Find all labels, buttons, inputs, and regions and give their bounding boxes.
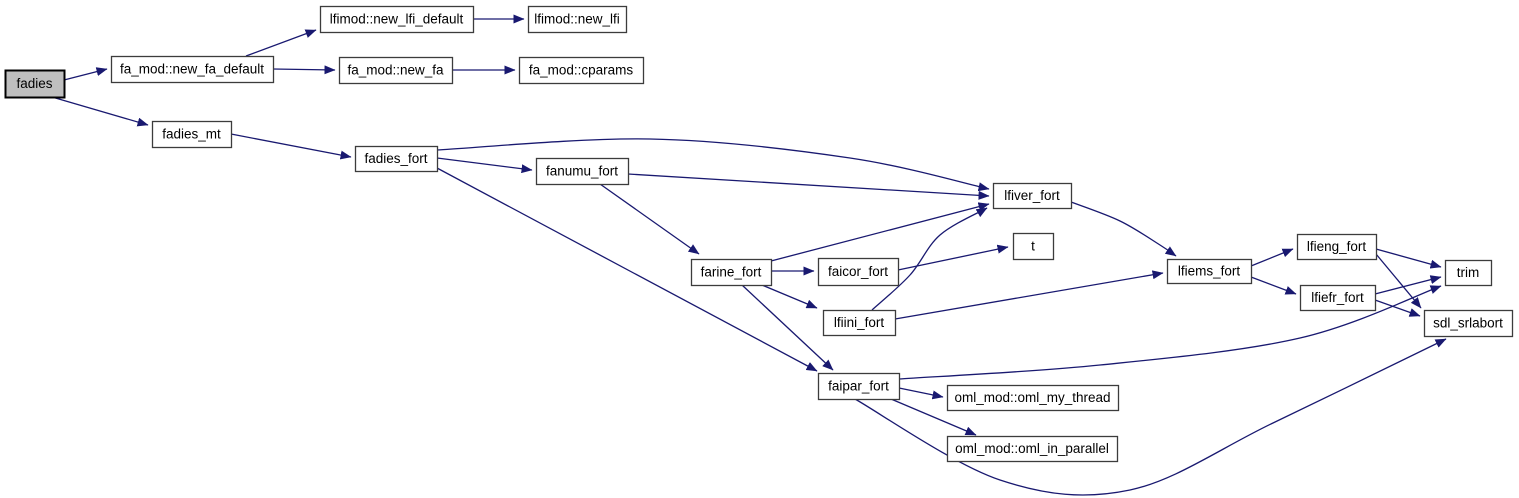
function-box[interactable] (817, 372, 901, 401)
edge-fanumu_fort-to-lfiver_fort (627, 173, 990, 200)
edge-lfiems_fort-to-lfiefr_fort (1250, 276, 1297, 295)
edge-fadies-to-fadies_mt (51, 96, 149, 127)
function-box[interactable] (151, 120, 233, 149)
node-lfiefr_fort[interactable]: lfiefr_fort (1299, 284, 1377, 312)
function-box[interactable] (1299, 284, 1377, 312)
node-label-lfimod__new_lfi_default: lfimod::new_lfi_default (330, 12, 464, 27)
edge-farine_fort-to-faipar_fort (741, 284, 834, 371)
node-label-oml_mod__oml_in_parallel: oml_mod::oml_in_parallel (955, 441, 1109, 456)
node-label-trim: trim (1457, 265, 1480, 280)
function-box[interactable] (338, 56, 454, 85)
node-label-lfieng_fort: lfieng_fort (1307, 239, 1367, 254)
function-box[interactable] (1012, 232, 1055, 261)
edge-faipar_fort-to-sdl_srlabort (854, 338, 1447, 496)
node-lfimod__new_lfi_default[interactable]: lfimod::new_lfi_default (319, 5, 475, 34)
current-function-box[interactable] (4, 69, 66, 99)
node-lfiems_fort[interactable]: lfiems_fort (1166, 258, 1253, 285)
edge-lfiini_fort-to-lfiems_fort (894, 270, 1164, 320)
function-box[interactable] (690, 258, 773, 287)
edge-faipar_fort-to-oml_mod__oml_in_parallel (890, 398, 977, 436)
edge-faipar_fort-to-oml_mod__oml_my_thread (898, 387, 944, 400)
function-box[interactable] (1444, 259, 1493, 287)
node-fadies_fort[interactable]: fadies_fort (354, 145, 439, 173)
edge-lfiver_fort-to-lfiems_fort (1070, 201, 1177, 257)
function-box[interactable] (110, 55, 275, 84)
node-farine_fort[interactable]: farine_fort (690, 258, 773, 287)
edge-fa_mod__new_fa_default-to-lfimod__new_lfi_default (245, 29, 317, 57)
node-label-t: t (1031, 239, 1035, 254)
function-box[interactable] (535, 157, 630, 186)
node-label-faicor_fort: faicor_fort (828, 264, 888, 279)
function-box[interactable] (527, 5, 628, 34)
function-box[interactable] (817, 257, 900, 287)
edge-lfieng_fort-to-sdl_srlabort (1375, 253, 1422, 309)
edge-lfiini_fort-to-lfiver_fort (871, 207, 988, 311)
edge-faipar_fort-to-trim (898, 285, 1442, 380)
edge-fanumu_fort-to-farine_fort (599, 183, 700, 255)
function-box[interactable] (1423, 309, 1514, 338)
edges-layer (51, 14, 1447, 496)
node-label-fa_mod__cparams: fa_mod::cparams (529, 63, 634, 78)
function-box[interactable] (1296, 233, 1378, 261)
nodes-layer: fadies fa_mod::new_fa_default lfimod::new_… (4, 5, 1514, 463)
function-box[interactable] (1166, 258, 1253, 285)
node-lfiini_fort[interactable]: lfiini_fort (822, 309, 897, 337)
edge-fadies_fort-to-lfiver_fort (436, 138, 990, 192)
node-fa_mod__new_fa[interactable]: fa_mod::new_fa (338, 56, 454, 85)
edge-lfieng_fort-to-trim (1375, 248, 1442, 269)
node-lfimod__new_lfi[interactable]: lfimod::new_lfi (527, 5, 628, 34)
edge-lfiefr_fort-to-trim (1374, 275, 1442, 295)
node-lfieng_fort[interactable]: lfieng_fort (1296, 233, 1378, 261)
edge-fadies_fort-to-faipar_fort (436, 167, 818, 372)
edge-farine_fort-to-lfiini_fort (761, 284, 818, 309)
node-fa_mod__new_fa_default[interactable]: fa_mod::new_fa_default (110, 55, 275, 84)
function-box[interactable] (319, 5, 475, 34)
node-t[interactable]: t (1012, 232, 1055, 261)
node-sdl_srlabort[interactable]: sdl_srlabort (1423, 309, 1514, 338)
edge-fa_mod__new_fa_default-to-fa_mod__new_fa (272, 65, 336, 75)
node-lfiver_fort[interactable]: lfiver_fort (992, 182, 1073, 210)
edge-faicor_fort-to-t (897, 244, 1009, 271)
node-label-fadies_fort: fadies_fort (364, 151, 427, 166)
node-label-fadies: fadies (16, 76, 52, 91)
function-box[interactable] (822, 309, 897, 337)
node-oml_mod__oml_my_thread[interactable]: oml_mod::oml_my_thread (946, 384, 1120, 412)
node-trim[interactable]: trim (1444, 259, 1493, 287)
node-label-fadies_mt: fadies_mt (162, 127, 221, 142)
node-label-fa_mod__new_fa: fa_mod::new_fa (347, 63, 444, 78)
node-label-sdl_srlabort: sdl_srlabort (1433, 316, 1503, 331)
node-label-lfimod__new_lfi: lfimod::new_lfi (534, 12, 620, 27)
node-fadies_mt[interactable]: fadies_mt (151, 120, 233, 149)
node-label-faipar_fort: faipar_fort (828, 379, 889, 394)
node-label-lfiini_fort: lfiini_fort (834, 315, 885, 330)
node-label-lfiefr_fort: lfiefr_fort (1311, 290, 1364, 305)
function-box[interactable] (518, 56, 645, 85)
edge-lfiefr_fort-to-sdl_srlabort (1374, 299, 1421, 317)
node-faipar_fort[interactable]: faipar_fort (817, 372, 901, 401)
function-box[interactable] (354, 145, 439, 173)
node-fadies[interactable]: fadies (4, 69, 66, 99)
node-label-fa_mod__new_fa_default: fa_mod::new_fa_default (120, 62, 264, 77)
function-box[interactable] (946, 384, 1120, 412)
edge-farine_fort-to-lfiver_fort (770, 202, 990, 262)
function-box[interactable] (946, 435, 1119, 463)
node-label-lfiems_fort: lfiems_fort (1178, 264, 1241, 279)
node-fa_mod__cparams[interactable]: fa_mod::cparams (518, 56, 645, 85)
node-label-lfiver_fort: lfiver_fort (1004, 188, 1060, 203)
node-label-fanumu_fort: fanumu_fort (546, 164, 618, 179)
function-box[interactable] (992, 182, 1073, 210)
node-fanumu_fort[interactable]: fanumu_fort (535, 157, 630, 186)
node-oml_mod__oml_in_parallel[interactable]: oml_mod::oml_in_parallel (946, 435, 1119, 463)
node-faicor_fort[interactable]: faicor_fort (817, 257, 900, 287)
edge-fadies_mt-to-fadies_fort (230, 133, 352, 160)
node-label-farine_fort: farine_fort (701, 265, 762, 280)
edge-lfiems_fort-to-lfieng_fort (1250, 248, 1294, 267)
node-label-oml_mod__oml_my_thread: oml_mod::oml_my_thread (954, 390, 1110, 405)
edge-fadies-to-fa_mod__new_fa_default (63, 67, 108, 81)
edge-fadies_fort-to-fanumu_fort (436, 157, 533, 174)
